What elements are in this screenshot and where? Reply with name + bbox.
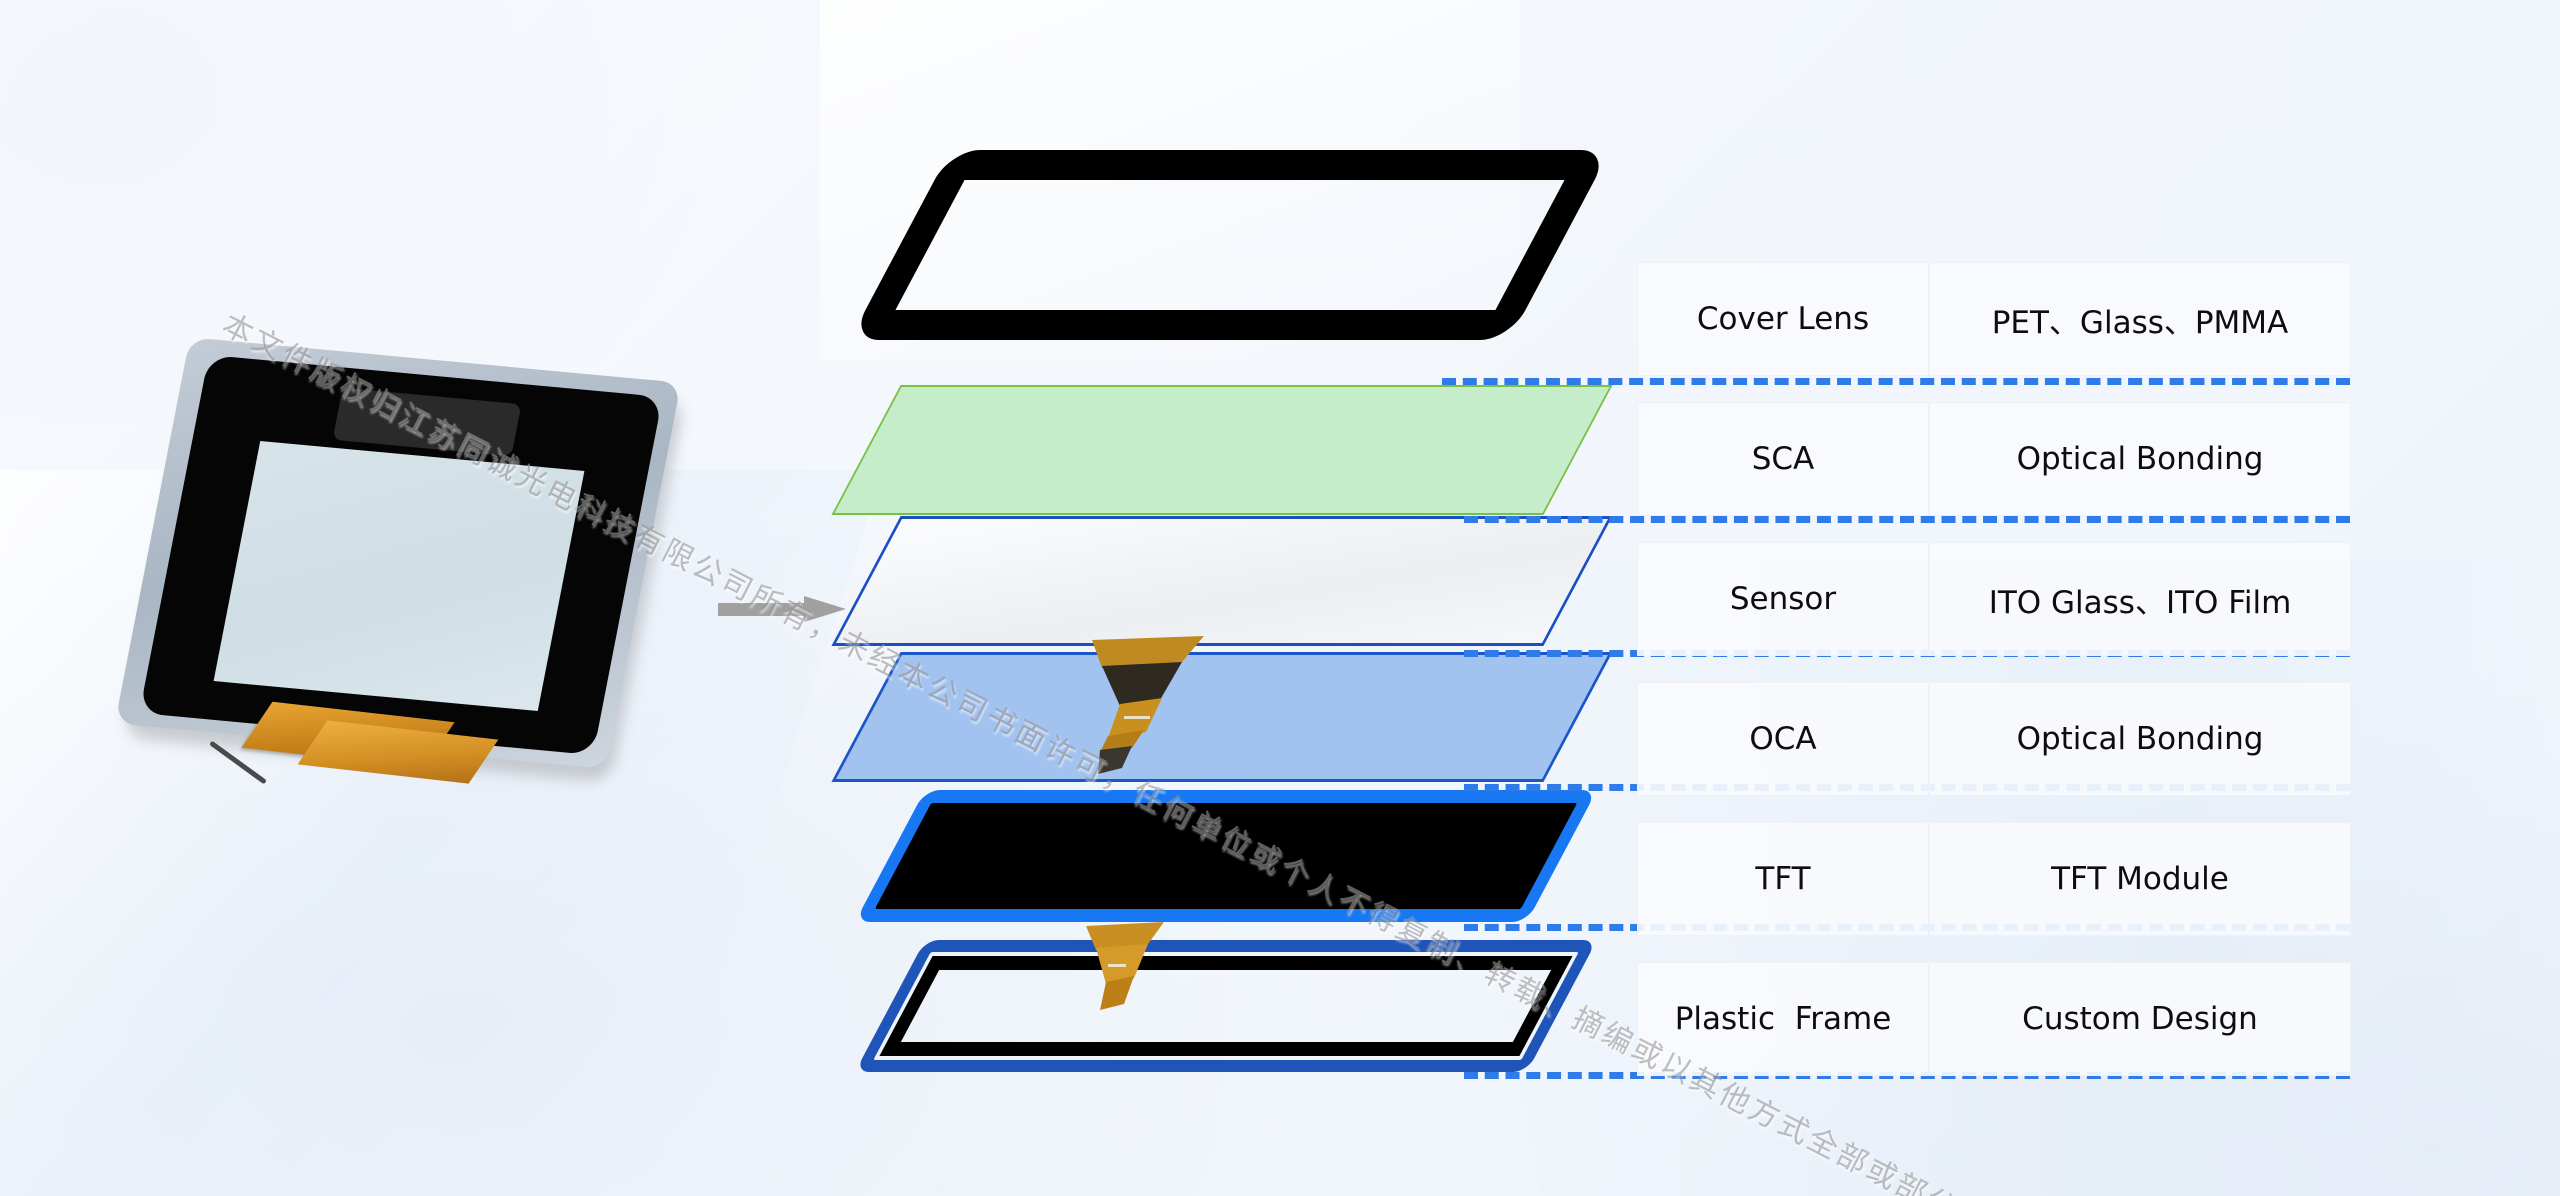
- stack-layer-tft: [854, 790, 1598, 922]
- layer-name-cell: SCA: [1637, 402, 1929, 516]
- layer-value-cell: TFT Module: [1929, 822, 2351, 936]
- table-row: SCA Optical Bonding: [1637, 402, 2351, 516]
- layer-name-cell: Cover Lens: [1637, 262, 1929, 376]
- layer-name-cell: OCA: [1637, 682, 1929, 796]
- layer-name-cell: TFT: [1637, 822, 1929, 936]
- arrow-shaft: [718, 603, 808, 616]
- tft-ring: [854, 790, 1598, 922]
- touchscreen-module-photo: [114, 337, 708, 860]
- layer-value-cell: Custom Design: [1929, 962, 2351, 1076]
- stack-layer-plastic-frame: [854, 940, 1598, 1072]
- arrow-head: [804, 596, 846, 622]
- table-row: Plastic Frame Custom Design: [1637, 962, 2351, 1076]
- plastic-frame-inner-ring: [879, 956, 1573, 1056]
- layer-value-cell: ITO Glass、ITO Film: [1929, 542, 2351, 656]
- leader-line-sca: [1464, 516, 2350, 523]
- device-screen-area: [213, 440, 585, 712]
- table-row: Sensor ITO Glass、ITO Film: [1637, 542, 2351, 656]
- leader-line-cover-lens: [1442, 378, 2350, 385]
- layer-name-cell: Plastic Frame: [1637, 962, 1929, 1076]
- layer-value-cell: Optical Bonding: [1929, 682, 2351, 796]
- table-row: Cover Lens PET、Glass、PMMA: [1637, 262, 2351, 376]
- layer-value-cell: PET、Glass、PMMA: [1929, 262, 2351, 376]
- plastic-frame-outer-ring: [854, 940, 1598, 1072]
- layer-spec-table: Cover Lens PET、Glass、PMMA SCA Optical Bo…: [1637, 262, 2351, 1076]
- layer-name-cell: Sensor: [1637, 542, 1929, 656]
- stack-layer-sca: [831, 385, 1613, 515]
- table-row: OCA Optical Bonding: [1637, 682, 2351, 796]
- cover-lens-ring: [849, 150, 1611, 340]
- exploded-view-arrow-icon: [718, 596, 846, 622]
- stack-layer-cover-lens: [849, 150, 1611, 340]
- stack-layer-oca: [831, 652, 1613, 782]
- table-row: TFT TFT Module: [1637, 822, 2351, 936]
- layer-value-cell: Optical Bonding: [1929, 402, 2351, 516]
- stack-layer-sensor: [831, 516, 1613, 646]
